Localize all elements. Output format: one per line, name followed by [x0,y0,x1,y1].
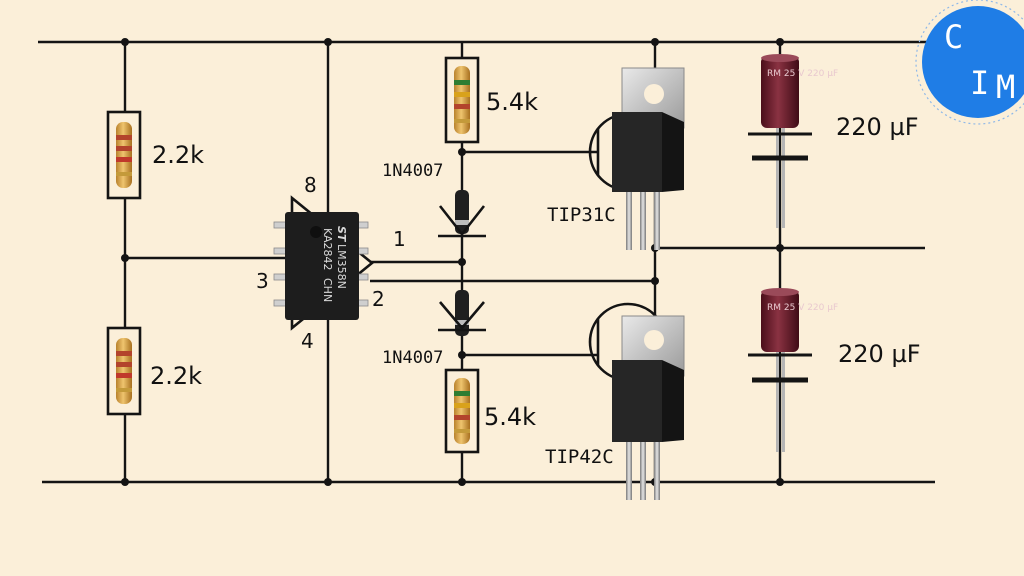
junction-dot [324,478,332,486]
transistor-q1: TIP31C [547,67,685,250]
capacitor-c1: RM 25 V 220 µF 220 µF [748,54,919,228]
pin-8-label: 8 [304,173,317,197]
junction-dot [121,478,129,486]
r3-label: 5.4k [486,88,538,116]
c1-label: 220 µF [836,113,919,141]
junction-dot [776,478,784,486]
transistor-q2: TIP42C [545,302,685,500]
pin-2-label: 2 [372,287,385,311]
cap-body-text-1: RM 25 V 220 µF [767,69,838,79]
chip-text-2: LM358N [335,244,348,289]
pin-3-label: 3 [256,269,269,293]
resistor-r1: 2.2k [106,110,204,200]
capacitor-c2: RM 25 V 220 µF 220 µF [748,288,921,452]
ic-chip-body [285,212,359,320]
junction-dot [776,244,784,252]
logo: C I M [915,0,1024,125]
junction-dot [458,258,466,266]
logo-letter-m: M [996,68,1015,106]
diode-d2: 1N4007 [382,290,486,368]
junction-dot [121,254,129,262]
pin-4-label: 4 [301,329,314,353]
junction-dot [121,38,129,46]
cap-body-text-2: RM 25 V 220 µF [767,303,838,313]
junction-dot [324,38,332,46]
r4-label: 5.4k [484,403,536,431]
chip-text-4: CHN [321,278,334,302]
diode-d1: 1N4007 [382,161,486,238]
q2-label: TIP42C [545,446,614,468]
r2-label: 2.2k [150,362,202,390]
c2-label: 220 µF [838,340,921,368]
q1-label: TIP31C [547,204,616,226]
d1-label: 1N4007 [382,161,443,181]
logo-letter-c: C [944,18,963,56]
junction-dot [458,478,466,486]
resistor-r4: 5.4k [444,368,536,454]
resistor-r3: 5.4k [444,56,538,144]
chip-text-3: KA2842 [321,228,334,271]
chip-text-1: ST [335,226,348,243]
logo-letter-i: I [970,64,989,102]
resistor-r2: 2.2k [106,326,202,416]
d2-label: 1N4007 [382,348,443,368]
junction-dot [458,148,466,156]
junction-dot [651,38,659,46]
r1-label: 2.2k [152,141,204,169]
junction-dot [458,351,466,359]
pin-1-label: 1 [393,227,406,251]
junction-dot [651,277,659,285]
junction-dot [776,38,784,46]
opamp-ic: ST LM358N KA2842 CHN 8 1 3 2 4 [256,173,406,353]
